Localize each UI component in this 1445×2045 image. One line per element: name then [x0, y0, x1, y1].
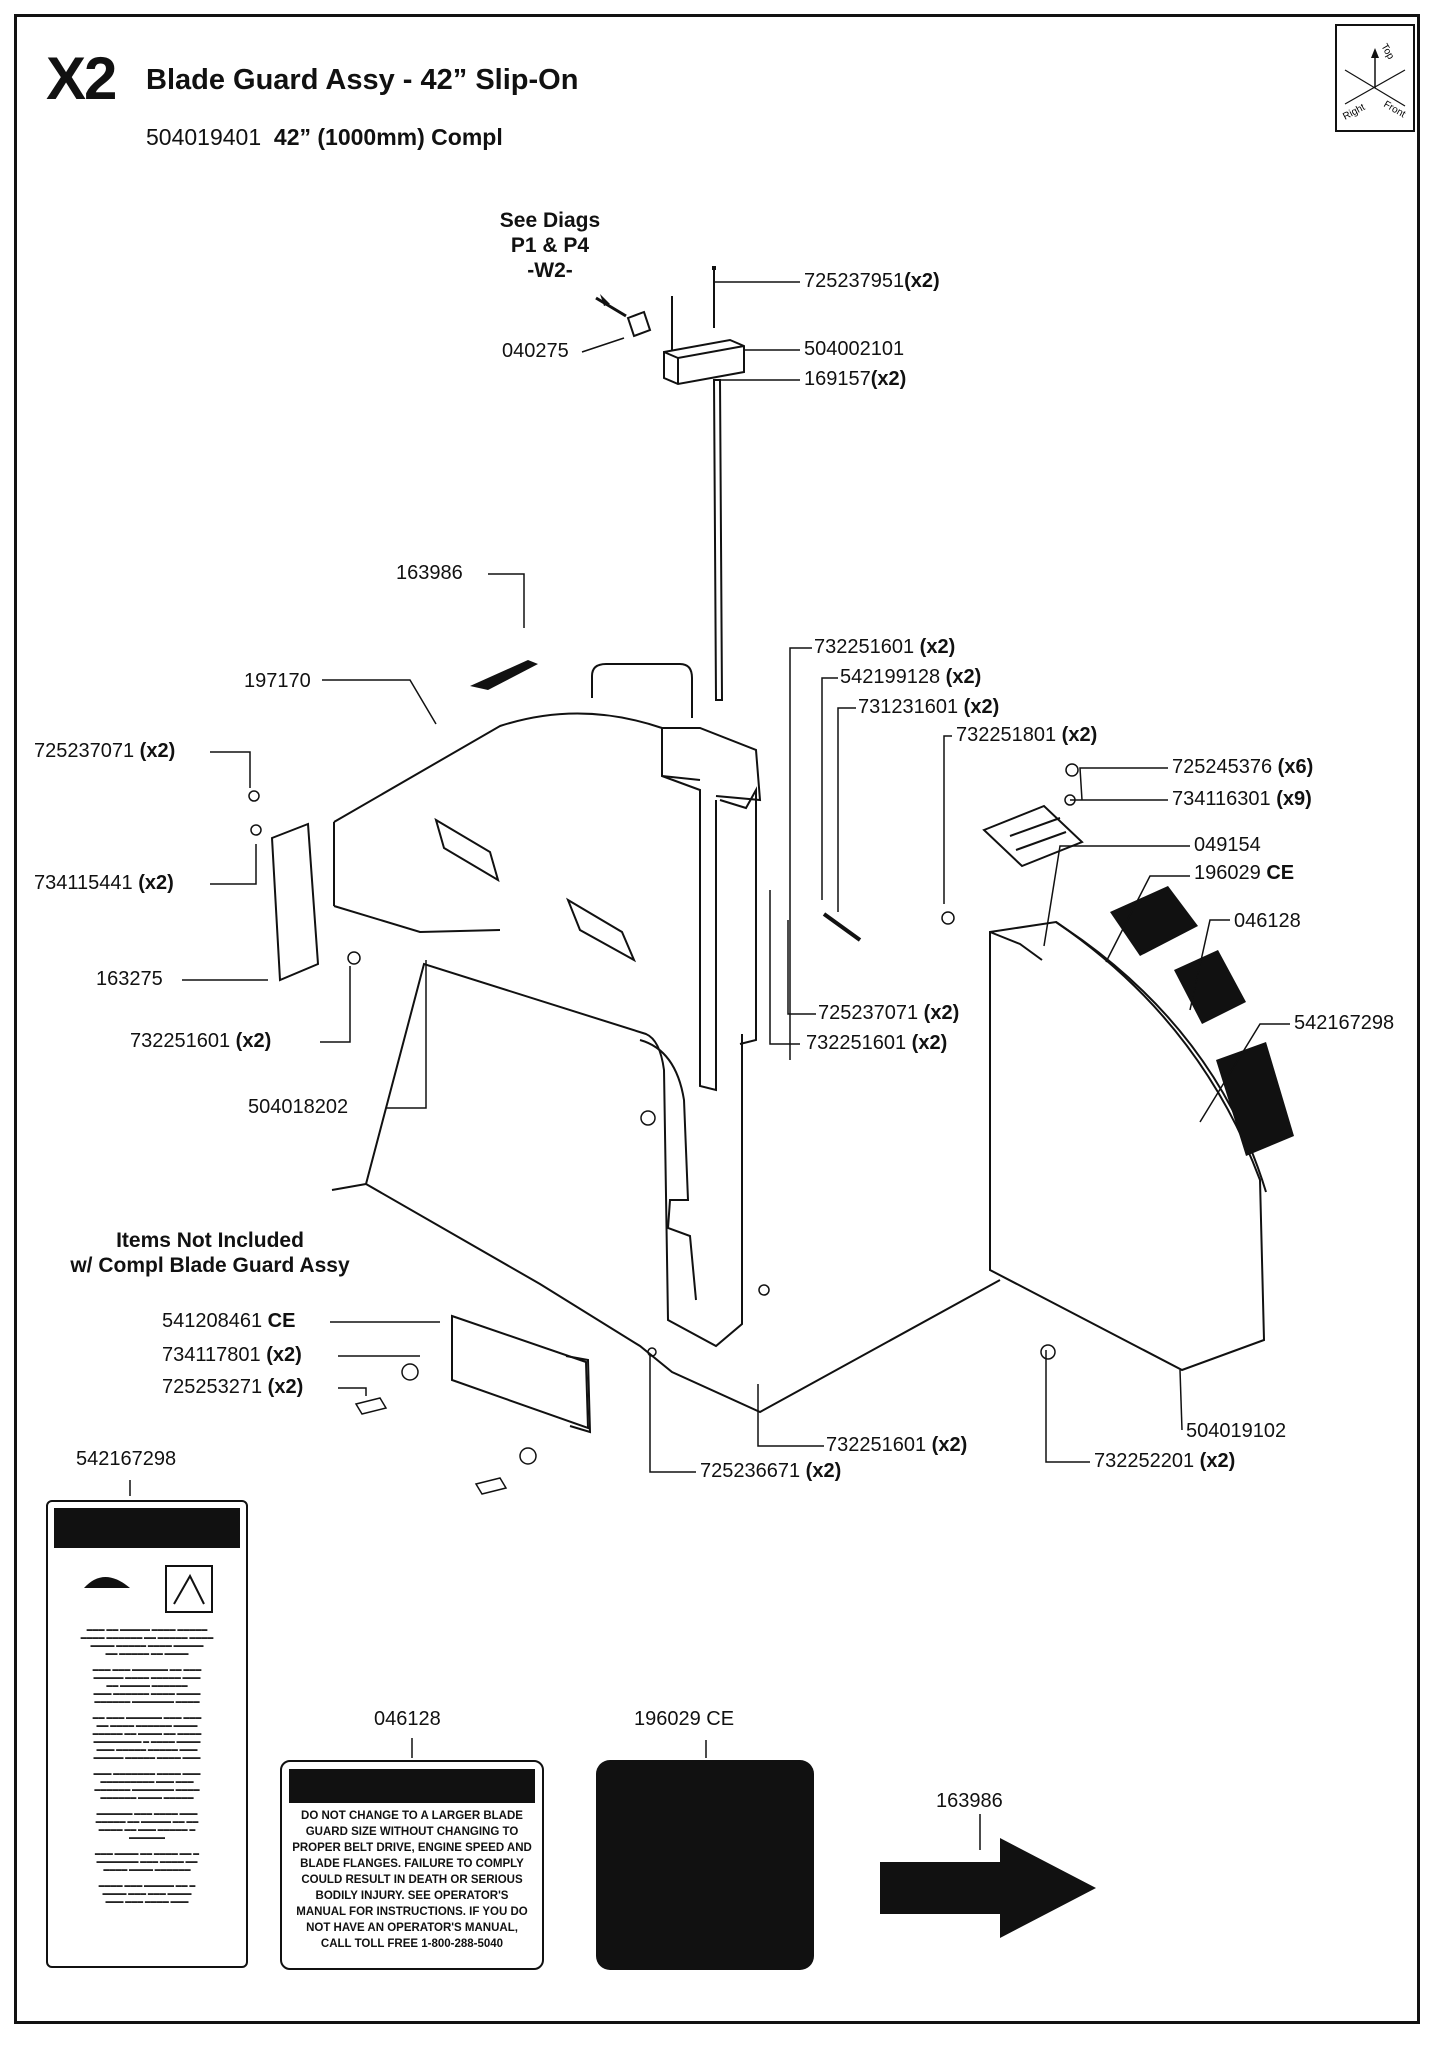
decal-163986-on-guard — [470, 660, 538, 690]
arrow-icon — [880, 1838, 1096, 1938]
decal-196029 — [596, 1760, 814, 1970]
callout-163986: 163986 — [396, 562, 463, 584]
decal-196029-label: 196029 CE — [634, 1708, 735, 1730]
callout-725253271: 725253271 (x2) — [162, 1376, 304, 1398]
callout-197170: 197170 — [244, 670, 311, 692]
assembly-part-number: 504019401 — [146, 124, 262, 150]
callout-163275: 163275 — [96, 968, 163, 990]
callout-504019102: 504019102 — [1186, 1420, 1287, 1442]
assembly-description: 42” (1000mm) Compl — [273, 124, 503, 150]
spring-part — [822, 912, 862, 942]
callout-542167298: 542167298 — [1294, 1012, 1395, 1034]
decal-046128-on-guard — [1174, 950, 1246, 1024]
bottom-plate — [451, 1314, 590, 1430]
callout-504018202: 504018202 — [248, 1096, 349, 1118]
callout-504002101: 504002101 — [804, 338, 905, 360]
not-included-note: Items Not Included w/ Compl Blade Guard … — [70, 1229, 350, 1277]
callout-732251601-c: 732251601 (x2) — [806, 1032, 948, 1054]
callout-196029: 196029 CE — [1194, 862, 1295, 884]
callout-734117801: 734117801 (x2) — [162, 1344, 302, 1366]
callout-734116301: 734116301 (x9) — [1172, 788, 1312, 810]
callout-541208461: 541208461 CE — [162, 1310, 296, 1332]
callout-046128: 046128 — [1234, 910, 1301, 932]
callout-542199128: 542199128 (x2) — [840, 666, 982, 688]
callout-731231601: 731231601 (x2) — [858, 696, 1000, 718]
callout-725245376: 725245376 (x6) — [1172, 756, 1314, 778]
decal-163986-label: 163986 — [936, 1790, 1003, 1812]
callout-725237071-b: 725237071 (x2) — [818, 1002, 960, 1024]
callout-732251601-b: 732251601 (x2) — [814, 636, 956, 658]
decal-542167298: ▬▬▬ ▬▬ ▬▬▬▬▬ ▬▬▬▬ ▬▬▬▬▬▬▬▬▬ ▬▬▬▬▬▬ ▬▬ ▬▬… — [46, 1500, 248, 1968]
callout-725236671: 725236671 (x2) — [700, 1460, 842, 1482]
callout-169157: 169157(x2) — [804, 368, 907, 390]
callout-732251801: 732251801 (x2) — [956, 724, 1098, 746]
knob-part — [626, 310, 652, 338]
callout-732251601-a: 732251601 (x2) — [130, 1030, 272, 1052]
main-guard-top — [333, 712, 701, 823]
callout-040275: 040275 — [502, 340, 569, 362]
see-diags-note: See Diags P1 & P4 -W2- — [499, 209, 601, 282]
vertical-rod — [712, 379, 724, 701]
page-frame — [14, 14, 1420, 2024]
callout-725237951: 725237951(x2) — [804, 270, 940, 292]
decal-046128-text: DO NOT CHANGE TO A LARGER BLADE GUARD SI… — [292, 1810, 532, 1950]
callout-725237071: 725237071 (x2) — [34, 740, 176, 762]
callout-049154: 049154 — [1194, 834, 1261, 856]
guard-window-left — [434, 817, 500, 883]
assembly-subtitle: 504019401 42” (1000mm) Compl — [146, 124, 503, 151]
hinge-part — [982, 804, 1084, 868]
decal-542167298-label: 542167298 — [76, 1448, 177, 1470]
guard-handle — [591, 663, 693, 718]
upper-bracket — [663, 338, 745, 386]
decal-046128-label: 046128 — [374, 1708, 441, 1730]
side-plate — [270, 822, 320, 982]
decal-542167298-on-guard — [1216, 1042, 1294, 1156]
callout-732251601-d: 732251601 (x2) — [826, 1434, 968, 1456]
decal-196029-on-guard — [1110, 886, 1198, 956]
page-title: Blade Guard Assy - 42” Slip-On — [146, 64, 579, 96]
callout-732252201: 732252201 (x2) — [1094, 1450, 1236, 1472]
callout-734115441: 734115441 (x2) — [34, 872, 174, 894]
sheet-code: X2 — [46, 45, 117, 112]
hazard-icon — [84, 1565, 213, 1613]
decal-542167298-fine-print: ▬▬▬ ▬▬ ▬▬▬▬▬ ▬▬▬▬ ▬▬▬▬▬▬▬▬▬ ▬▬▬▬▬▬ ▬▬ ▬▬… — [80, 1627, 214, 1905]
decal-046128: DO NOT CHANGE TO A LARGER BLADE GUARD SI… — [280, 1760, 544, 1970]
compass-icon: Top Right Front — [1335, 24, 1415, 132]
guard-window-right — [565, 897, 637, 963]
